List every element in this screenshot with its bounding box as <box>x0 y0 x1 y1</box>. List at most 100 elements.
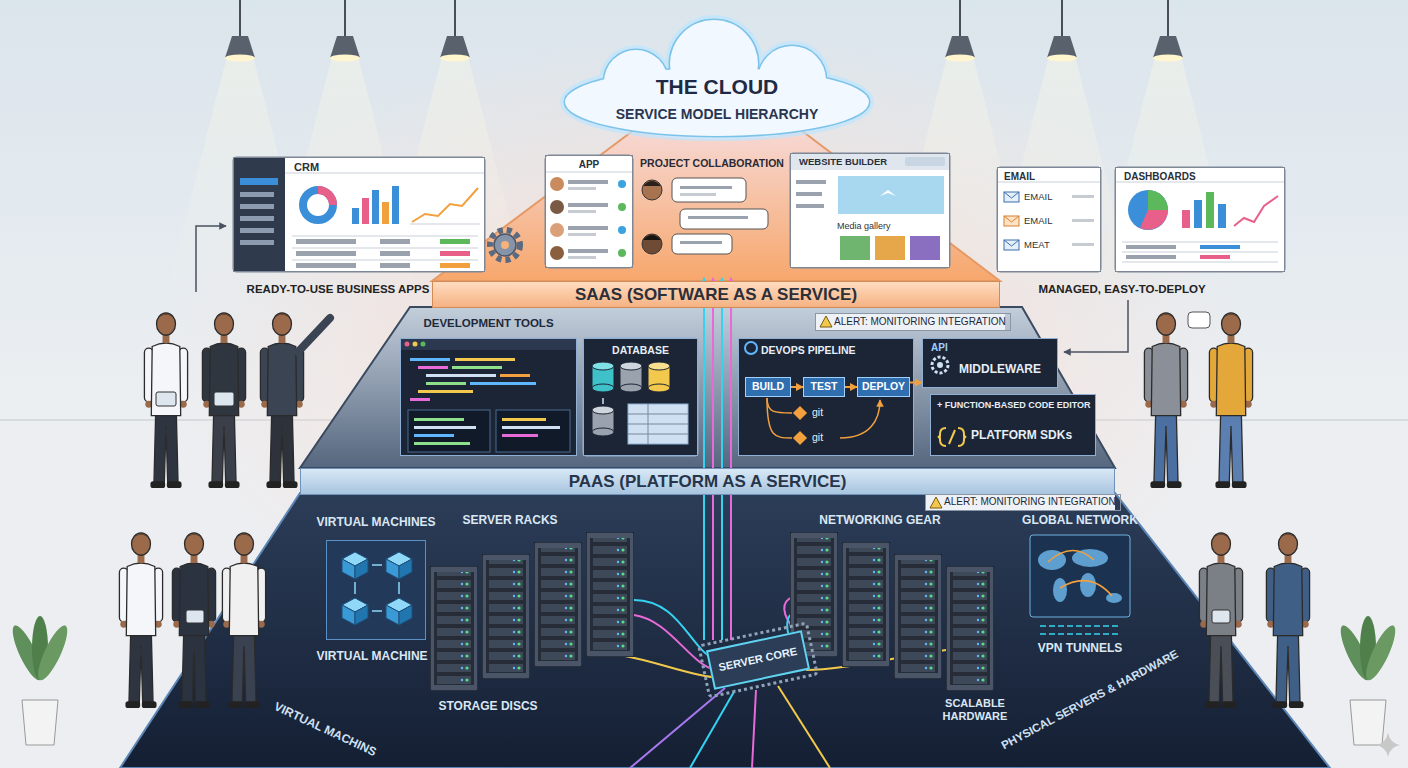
circuit-wire <box>630 688 725 768</box>
saas-illustration <box>1072 243 1094 246</box>
saas-illustration <box>796 180 826 184</box>
paas-illustration <box>958 428 966 446</box>
paas-illustration <box>418 366 448 369</box>
pyramid-tier <box>432 118 1000 281</box>
node-heading: THE CLOUD <box>656 75 779 99</box>
node-heading: + FUNCTION-BASED CODE EDITOR <box>937 400 1091 410</box>
website-builder-panel: WEBSITE BUILDERMedia gallery <box>790 153 950 268</box>
data-flow-arrow <box>730 278 732 640</box>
potted-plant <box>1361 622 1401 683</box>
person-figure <box>1144 313 1187 488</box>
saas-illustration <box>440 239 470 244</box>
dashboards-panel: DASHBOARDS <box>1115 167 1285 272</box>
paas-illustration <box>648 362 670 370</box>
saas-illustration <box>490 230 520 260</box>
paas-illustration <box>932 357 948 373</box>
iaas-illustration <box>372 564 382 566</box>
saas-illustration <box>1004 240 1019 246</box>
saas-illustration <box>568 180 608 184</box>
saas-illustration <box>618 249 626 257</box>
database-panel: DATABASE <box>583 338 698 456</box>
saas-illustration <box>910 236 940 260</box>
saas-illustration <box>303 190 333 220</box>
paas-illustration <box>592 428 614 436</box>
pipeline-step: DEPLOY <box>857 377 910 397</box>
paas-illustration <box>426 382 466 385</box>
saas-illustration <box>796 204 824 208</box>
saas-illustration <box>292 236 478 237</box>
saas-illustration <box>1234 196 1278 226</box>
circuit-wire <box>620 655 720 678</box>
node-heading: DATABASE <box>612 344 669 356</box>
cloud-shape <box>565 20 869 136</box>
saas-illustration <box>1126 245 1176 249</box>
node-heading: DEPLOY <box>862 380 905 392</box>
saas-illustration <box>296 251 356 256</box>
iaas-illustration <box>354 582 356 594</box>
saas-illustration <box>1004 240 1019 250</box>
saas-illustration <box>382 202 389 224</box>
iaas-illustration <box>699 623 817 697</box>
node-text: MIDDLEWARE <box>959 363 1041 377</box>
saas-illustration <box>412 188 478 222</box>
saas-illustration <box>1206 192 1214 228</box>
saas-illustration <box>440 263 470 268</box>
iaas-illustration <box>534 542 582 667</box>
person-figure <box>1266 533 1309 708</box>
paas-illustration <box>502 418 546 421</box>
paas-illustration <box>648 384 670 392</box>
app-panel: APP <box>545 155 633 268</box>
node-heading: TEST <box>811 380 838 392</box>
node-heading: ALERT: MONITORING INTEGRATION <box>834 316 1006 328</box>
saas-illustration <box>1128 190 1168 230</box>
saas-illustration <box>550 223 564 237</box>
saas-illustration <box>240 178 278 185</box>
saas-illustration <box>545 172 633 173</box>
saas-illustration <box>494 234 516 256</box>
sdk-panel: + FUNCTION-BASED CODE EDITORPLATFORM SDK… <box>930 394 1096 456</box>
paas-illustration <box>400 338 577 350</box>
saas-illustration <box>568 187 596 190</box>
saas-illustration <box>796 192 822 196</box>
pipeline-step: TEST <box>803 377 845 397</box>
saas-illustration <box>643 181 661 186</box>
text-label: MANAGED, EASY-TO-DEPLOY <box>1038 283 1205 296</box>
paas-illustration <box>410 358 450 361</box>
iaas-illustration <box>326 540 426 640</box>
saas-illustration <box>392 186 399 224</box>
paas-illustration <box>628 414 688 415</box>
cloud-shape <box>565 20 869 136</box>
text-label: NETWORKING GEAR <box>819 514 940 528</box>
saas-illustration <box>680 241 722 244</box>
node-heading: VIRTUAL MACHINES <box>316 516 435 530</box>
paas-illustration <box>592 362 614 370</box>
saas-illustration <box>240 192 274 197</box>
iaas-illustration <box>372 610 382 612</box>
iaas-illustration <box>386 552 412 579</box>
iaas-illustration <box>842 542 890 667</box>
saas-illustration <box>240 228 274 233</box>
saas-illustration <box>1122 252 1278 253</box>
saas-illustration <box>550 177 564 191</box>
text-label: VIRTUAL MACHINE <box>316 650 427 664</box>
vm-group: VIRTUAL MACHINES <box>326 540 426 640</box>
node-heading: SERVER CORE <box>717 645 798 674</box>
iaas-illustration <box>386 598 412 625</box>
saas-illustration <box>672 178 746 202</box>
sparkle-mark <box>1376 733 1400 757</box>
person-figure <box>1188 312 1210 328</box>
devops-panel: DEVOPS PIPELINEBUILDTESTDEPLOY <box>738 338 914 456</box>
iaas-illustration <box>342 552 368 579</box>
node-heading: DEVELOPMENT TOOLS <box>423 317 553 330</box>
paas-illustration <box>413 342 418 347</box>
paas-illustration <box>502 434 538 437</box>
saas-illustration <box>1072 219 1094 222</box>
iaas-illustration <box>1106 593 1122 603</box>
cloud-shape <box>565 20 869 136</box>
iaas-illustration <box>342 598 368 625</box>
iaas-illustration <box>1060 581 1112 596</box>
saas-illustration <box>642 234 662 254</box>
person-figure <box>119 312 1309 708</box>
